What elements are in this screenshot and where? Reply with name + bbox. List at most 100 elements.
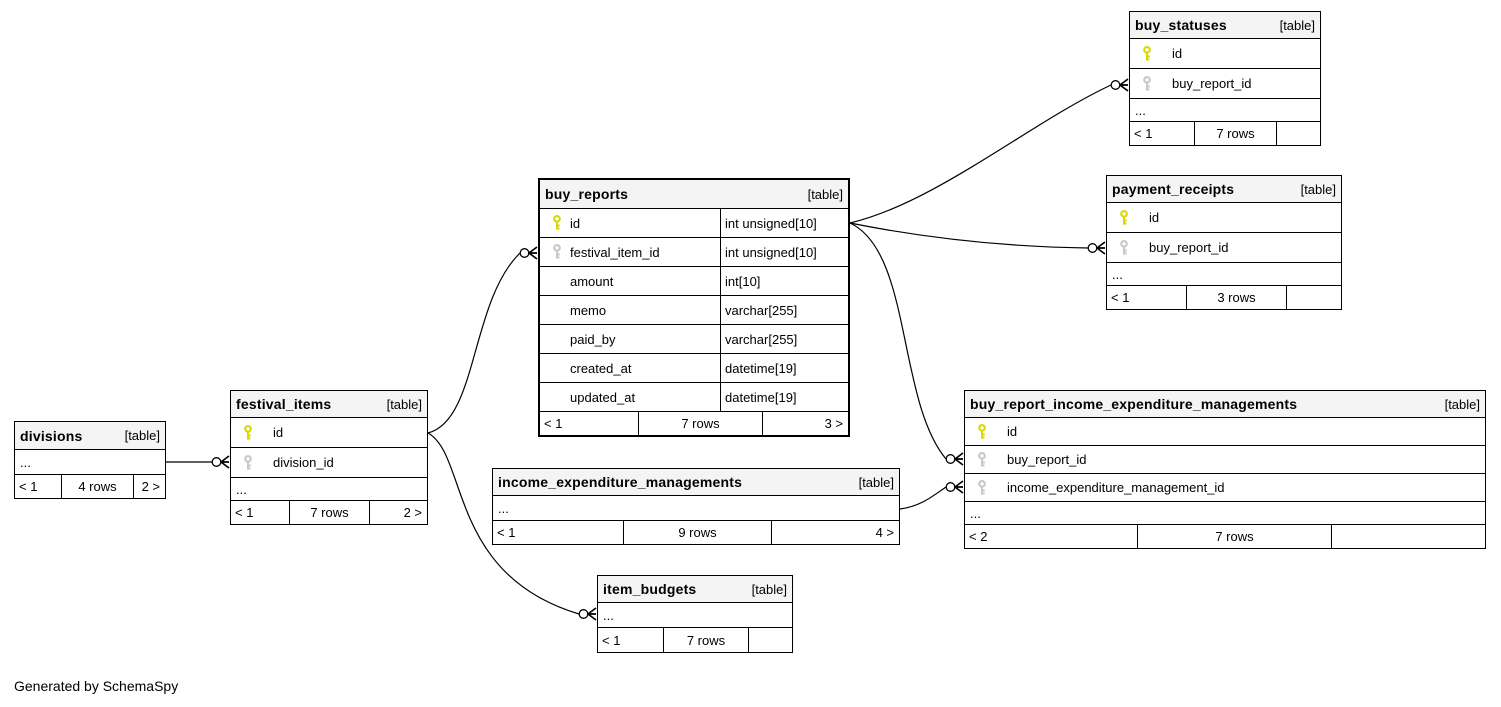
crowfoot-marker bbox=[1087, 241, 1106, 255]
footer-parents: < 1 bbox=[497, 525, 516, 540]
foreign-key-icon bbox=[552, 244, 562, 261]
table-footer: < 1 3 rows bbox=[1107, 285, 1341, 309]
entity-item_budgets[interactable]: item_budgets [table] ... < 1 7 rows bbox=[597, 575, 793, 653]
table-title[interactable]: festival_items bbox=[236, 396, 332, 412]
ellipsis-row: ... bbox=[965, 501, 1485, 524]
footer-children bbox=[1286, 286, 1341, 309]
column-row: memo varchar[255] bbox=[540, 295, 848, 324]
column-type: int[10] bbox=[720, 267, 848, 295]
foreign-key-icon bbox=[243, 454, 253, 471]
footer-children: 2 > bbox=[133, 475, 165, 498]
relationship-line-festival_items-buy_reports bbox=[427, 252, 521, 434]
table-footer: < 1 7 rows 2 > bbox=[231, 500, 427, 524]
column-type: varchar[255] bbox=[720, 325, 848, 353]
column-row: buy_report_id bbox=[1107, 232, 1341, 262]
crowfoot-marker bbox=[945, 452, 964, 466]
column-name: id bbox=[1007, 424, 1018, 439]
relationship-line-buy_reports-junction bbox=[849, 222, 947, 460]
footer-children: 2 > bbox=[369, 501, 427, 524]
table-title[interactable]: payment_receipts bbox=[1112, 181, 1235, 197]
entity-income_expenditure_managements[interactable]: income_expenditure_managements [table] .… bbox=[492, 468, 900, 545]
column-name: buy_report_id bbox=[1149, 240, 1229, 255]
footer-rows: 7 rows bbox=[638, 412, 762, 435]
footer-rows: 9 rows bbox=[623, 521, 771, 544]
entity-payment_receipts[interactable]: payment_receipts [table] id buy_report_i… bbox=[1106, 175, 1342, 310]
entity-buy_reports[interactable]: buy_reports [table] id int unsigned[10] … bbox=[538, 178, 850, 437]
footer-parents: < 2 bbox=[969, 529, 988, 544]
table-title[interactable]: buy_statuses bbox=[1135, 17, 1227, 33]
entity-buy_statuses[interactable]: buy_statuses [table] id buy_report_id ..… bbox=[1129, 11, 1321, 146]
table-footer: < 1 4 rows 2 > bbox=[15, 474, 165, 498]
table-title[interactable]: buy_report_income_expenditure_management… bbox=[970, 396, 1298, 412]
foreign-key-icon bbox=[977, 479, 987, 496]
table-type-tag: [table] bbox=[807, 186, 843, 202]
column-name: amount bbox=[570, 273, 614, 289]
footer-rows: 4 rows bbox=[61, 475, 133, 498]
column-type: int unsigned[10] bbox=[720, 238, 848, 266]
column-row: created_at datetime[19] bbox=[540, 353, 848, 382]
table-header: income_expenditure_managements [table] bbox=[493, 469, 899, 495]
crowfoot-marker bbox=[1110, 78, 1129, 92]
crowfoot-marker bbox=[211, 455, 230, 469]
footer-children bbox=[748, 628, 792, 652]
table-title[interactable]: income_expenditure_managements bbox=[498, 474, 743, 490]
generated-by-note: Generated by SchemaSpy bbox=[14, 678, 179, 694]
footer-parents: < 1 bbox=[1111, 290, 1130, 305]
column-name: created_at bbox=[570, 360, 632, 376]
footer-rows: 7 rows bbox=[289, 501, 369, 524]
footer-children: 3 > bbox=[762, 412, 848, 435]
footer-rows: 7 rows bbox=[1194, 122, 1276, 145]
column-name: division_id bbox=[273, 455, 334, 470]
column-name: memo bbox=[570, 302, 607, 318]
table-header: buy_statuses [table] bbox=[1130, 12, 1320, 38]
column-name: id bbox=[1172, 46, 1183, 61]
column-type: int unsigned[10] bbox=[720, 209, 848, 237]
entity-divisions[interactable]: divisions [table] ... < 1 4 rows 2 > bbox=[14, 421, 166, 499]
column-row: id bbox=[1107, 202, 1341, 232]
footer-parents: < 1 bbox=[544, 416, 563, 431]
ellipsis-row: ... bbox=[1107, 262, 1341, 285]
table-footer: < 2 7 rows bbox=[965, 524, 1485, 548]
footer-rows: 7 rows bbox=[663, 628, 748, 652]
footer-children bbox=[1276, 122, 1320, 145]
table-title[interactable]: buy_reports bbox=[545, 186, 629, 202]
table-header: payment_receipts [table] bbox=[1107, 176, 1341, 202]
footer-parents: < 1 bbox=[19, 479, 38, 494]
ellipsis-row: ... bbox=[15, 449, 165, 474]
column-row: festival_item_id int unsigned[10] bbox=[540, 237, 848, 266]
entity-festival_items[interactable]: festival_items [table] id division_id ..… bbox=[230, 390, 428, 525]
column-row: id bbox=[231, 417, 427, 447]
table-footer: < 1 7 rows bbox=[598, 627, 792, 652]
table-type-tag: [table] bbox=[1300, 181, 1336, 197]
footer-rows: 3 rows bbox=[1186, 286, 1286, 309]
table-title[interactable]: divisions bbox=[20, 427, 83, 444]
column-name: buy_report_id bbox=[1172, 76, 1252, 91]
column-name: id bbox=[1149, 210, 1160, 225]
table-type-tag: [table] bbox=[1279, 17, 1315, 33]
table-header: buy_reports [table] bbox=[540, 180, 848, 208]
column-row: id bbox=[1130, 38, 1320, 68]
table-title[interactable]: item_budgets bbox=[603, 581, 697, 597]
ellipsis-row: ... bbox=[1130, 98, 1320, 121]
primary-key-icon bbox=[1119, 209, 1129, 226]
table-header: festival_items [table] bbox=[231, 391, 427, 417]
table-footer: < 1 7 rows 3 > bbox=[540, 411, 848, 435]
column-row: id int unsigned[10] bbox=[540, 208, 848, 237]
footer-rows: 7 rows bbox=[1137, 525, 1331, 548]
column-name: id bbox=[570, 215, 581, 231]
relationship-line-income-junction bbox=[899, 486, 947, 510]
table-footer: < 1 7 rows bbox=[1130, 121, 1320, 145]
primary-key-icon bbox=[1142, 45, 1152, 62]
column-type: varchar[255] bbox=[720, 296, 848, 324]
column-row: division_id bbox=[231, 447, 427, 477]
entity-buy_report_income_expenditure_managements[interactable]: buy_report_income_expenditure_management… bbox=[964, 390, 1486, 549]
column-row: updated_at datetime[19] bbox=[540, 382, 848, 411]
table-type-tag: [table] bbox=[858, 474, 894, 490]
column-row: buy_report_id bbox=[1130, 68, 1320, 98]
table-header: buy_report_income_expenditure_management… bbox=[965, 391, 1485, 417]
table-footer: < 1 9 rows 4 > bbox=[493, 520, 899, 544]
ellipsis-row: ... bbox=[231, 477, 427, 500]
column-name: festival_item_id bbox=[570, 244, 660, 260]
primary-key-icon bbox=[977, 423, 987, 440]
column-name: id bbox=[273, 425, 284, 440]
